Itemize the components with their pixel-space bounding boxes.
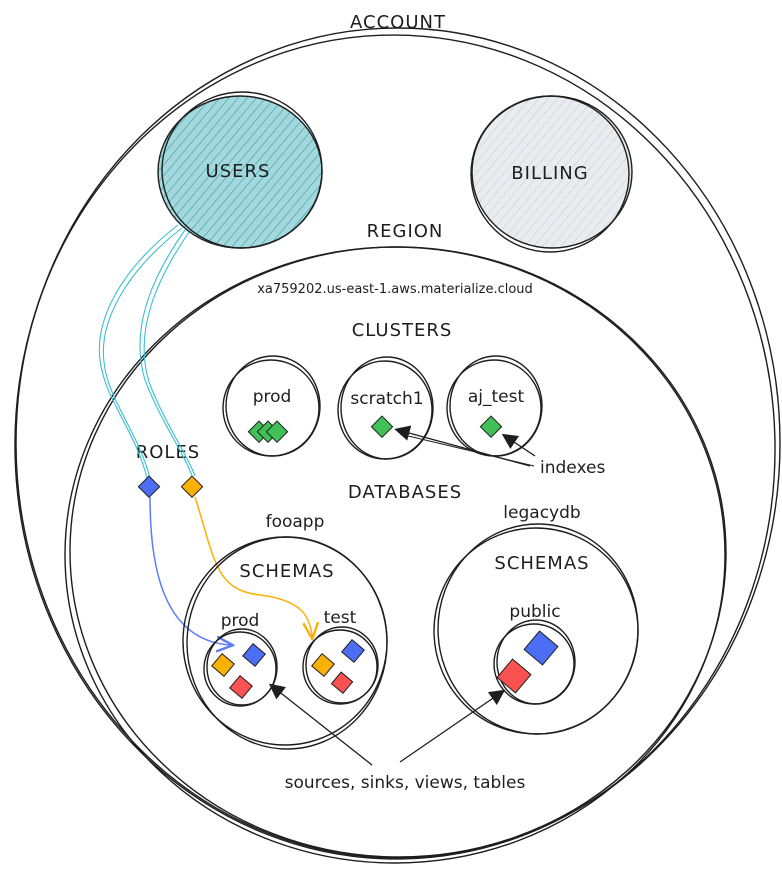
schema-public-view-icon bbox=[523, 630, 559, 666]
users-node bbox=[157, 91, 323, 249]
schema-test bbox=[302, 626, 379, 705]
cluster-aj-test-label: aj_test bbox=[468, 387, 525, 407]
users-to-roles-lines bbox=[98, 224, 196, 479]
cluster-scratch1 bbox=[337, 356, 434, 460]
db-fooapp bbox=[182, 536, 388, 750]
schema-public-table-icon bbox=[496, 658, 532, 694]
roles-label: ROLES bbox=[136, 442, 201, 463]
schema-public-label: public bbox=[509, 602, 560, 622]
cluster-scratch1-index bbox=[370, 415, 394, 439]
indexes-arrow-scratch1-sketch bbox=[399, 433, 535, 467]
cluster-prod bbox=[222, 355, 321, 457]
cluster-scratch1-label: scratch1 bbox=[350, 389, 423, 409]
db-legacy-label: legacydb bbox=[503, 503, 580, 523]
region-host: xa759202.us-east-1.aws.materialize.cloud bbox=[257, 282, 533, 297]
schema-prod-source-icon bbox=[211, 653, 235, 677]
account-boundary bbox=[14, 27, 781, 860]
db-legacydb bbox=[433, 523, 639, 735]
objects-arrow-prod bbox=[268, 683, 373, 766]
schema-test-source-icon bbox=[311, 653, 335, 677]
role-orange-to-test-arrow bbox=[194, 496, 312, 636]
schema-prod-view-icon bbox=[242, 643, 266, 667]
billing-node bbox=[470, 95, 633, 253]
schema-prod-label: prod bbox=[221, 611, 260, 631]
objects-arrow-public bbox=[399, 689, 506, 763]
cluster-aj-test-index bbox=[479, 415, 503, 439]
db-fooapp-label: fooapp bbox=[266, 512, 325, 532]
region-label: REGION bbox=[367, 221, 444, 242]
billing-label: BILLING bbox=[511, 163, 588, 184]
schema-test-view-icon bbox=[341, 639, 365, 663]
cluster-prod-label: prod bbox=[253, 387, 292, 407]
clusters-label: CLUSTERS bbox=[352, 320, 453, 341]
schema-test-label: test bbox=[324, 608, 357, 628]
region-boundary bbox=[64, 246, 727, 864]
role-blue-to-prod-arrow bbox=[149, 496, 230, 645]
databases-label: DATABASES bbox=[348, 482, 462, 503]
schema-prod-table-icon bbox=[229, 675, 253, 699]
users-label: USERS bbox=[206, 161, 271, 182]
indexes-arrow-aj-test bbox=[501, 433, 536, 457]
role-orange-icon bbox=[180, 475, 204, 499]
account-label: ACCOUNT bbox=[350, 12, 446, 33]
indexes-label: indexes bbox=[540, 458, 605, 478]
schemas-left-label: SCHEMAS bbox=[239, 561, 334, 582]
role-blue-icon bbox=[137, 475, 161, 499]
schemas-right-label: SCHEMAS bbox=[494, 553, 589, 574]
schema-test-table-icon bbox=[330, 671, 354, 694]
objects-label: sources, sinks, views, tables bbox=[285, 773, 526, 793]
schema-prod bbox=[203, 628, 278, 707]
schema-public bbox=[493, 619, 576, 705]
cluster-prod-indexes bbox=[247, 420, 289, 444]
